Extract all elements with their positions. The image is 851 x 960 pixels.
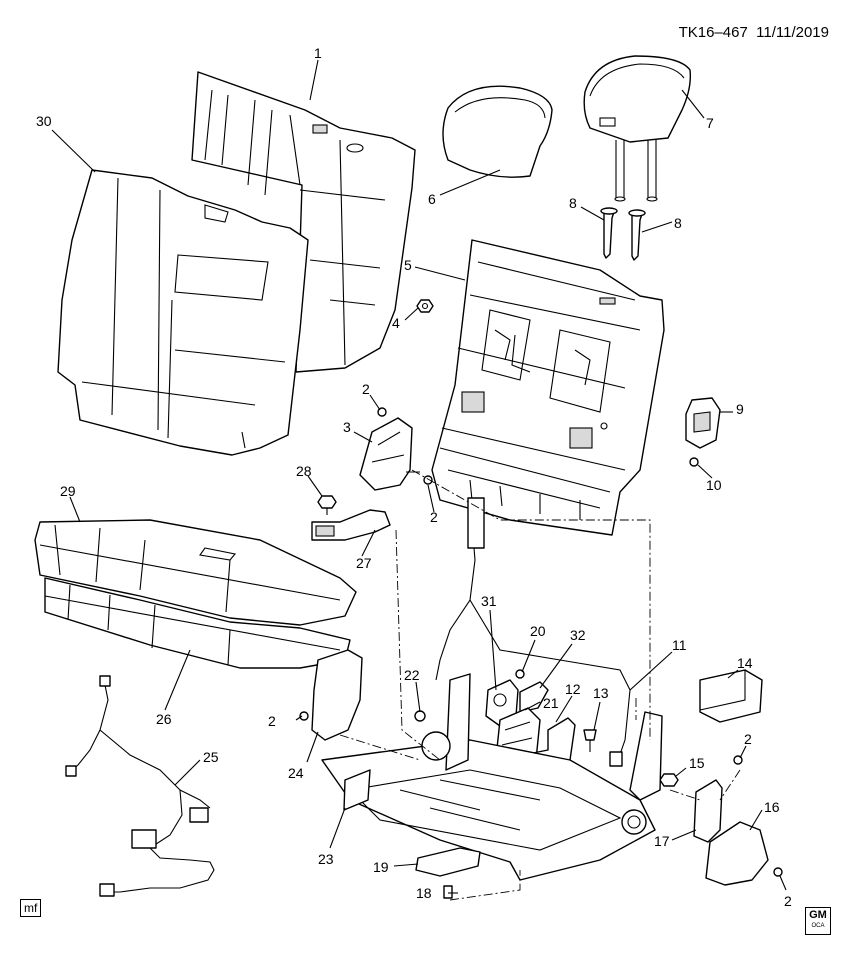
callout-13: 13 (593, 685, 609, 701)
part-15-bolt (659, 773, 679, 787)
callout-17: 17 (654, 833, 670, 849)
callout-19: 19 (373, 859, 389, 875)
callout-8a: 8 (569, 195, 577, 211)
part-8-headrest-guides (600, 207, 646, 261)
gm-logo-text: GM (809, 909, 827, 921)
part-23-seat-frame (321, 673, 663, 881)
callout-4: 4 (392, 315, 400, 331)
callout-labels: 1 30 6 7 8 8 5 4 2 3 9 10 2 28 27 29 26 … (36, 45, 792, 909)
callout-32: 32 (570, 627, 586, 643)
callout-11: 11 (672, 637, 687, 653)
callout-14: 14 (737, 655, 753, 671)
callout-6: 6 (428, 191, 436, 207)
callout-12: 12 (565, 681, 581, 697)
callout-29: 29 (60, 483, 76, 499)
callout-20: 20 (530, 623, 546, 639)
part-9-latch-bezel (685, 397, 721, 449)
part-27-belt-buckle (311, 509, 391, 541)
part-4-nut (416, 299, 434, 313)
callout-16: 16 (764, 799, 780, 815)
callout-7: 7 (706, 115, 714, 131)
callout-2b: 2 (430, 509, 438, 525)
callout-31: 31 (481, 593, 497, 609)
callout-2d: 2 (744, 731, 752, 747)
part-18-bolt (443, 885, 453, 899)
callout-22: 22 (404, 667, 420, 683)
part-31-latch (485, 679, 519, 727)
callout-25: 25 (203, 749, 219, 765)
diagram-header: TK16–467 11/11/2019 (679, 24, 829, 41)
part-28-bolt (317, 495, 337, 515)
callout-3: 3 (343, 419, 351, 435)
alignment-lines (339, 469, 741, 901)
part-19-pad (415, 847, 481, 877)
part-29-cushion-cover (34, 519, 357, 626)
callout-18: 18 (416, 885, 432, 901)
part-5-seatback-frame (431, 239, 665, 536)
artist-tag: mf (20, 899, 42, 917)
part-10-screw (689, 457, 699, 467)
gm-logo-sub: OCA (811, 923, 825, 929)
part-7-headrest-with-posts (583, 55, 692, 202)
callout-10: 10 (706, 477, 722, 493)
part-32-latch-cover (519, 681, 549, 713)
callout-2c: 2 (268, 713, 276, 729)
callout-2e: 2 (784, 893, 792, 909)
part-17-bracket (693, 779, 723, 843)
callout-27: 27 (356, 555, 372, 571)
part-1-seatback-panel (191, 71, 416, 373)
callout-1: 1 (314, 45, 322, 61)
part-3-recliner-cover (359, 417, 420, 491)
callout-23: 23 (318, 851, 334, 867)
callout-26: 26 (156, 711, 172, 727)
leader-lines (51, 59, 787, 894)
callout-15: 15 (689, 755, 705, 771)
callout-28: 28 (296, 463, 312, 479)
part-24-side-trim (311, 649, 363, 741)
part-13-screw (583, 729, 597, 752)
callout-30: 30 (36, 113, 52, 129)
callout-24: 24 (288, 765, 304, 781)
callout-21: 21 (543, 695, 559, 711)
part-22-bolt (414, 710, 426, 722)
callout-9: 9 (736, 401, 744, 417)
part-6-headrest (442, 85, 553, 178)
part-11-cable (435, 497, 631, 767)
part-16-outer-trim (705, 821, 769, 886)
diagram-date: 11/11/2019 (756, 24, 829, 41)
callout-2a: 2 (362, 381, 370, 397)
gm-logo: GM OCA (805, 907, 831, 935)
diagram-id: TK16–467 (678, 24, 748, 41)
part-25-wiring-harness (65, 675, 215, 897)
callout-8b: 8 (674, 215, 682, 231)
callout-5: 5 (404, 257, 412, 273)
part-30-seatback-cover (57, 169, 309, 456)
part-14-control-module (699, 669, 763, 723)
